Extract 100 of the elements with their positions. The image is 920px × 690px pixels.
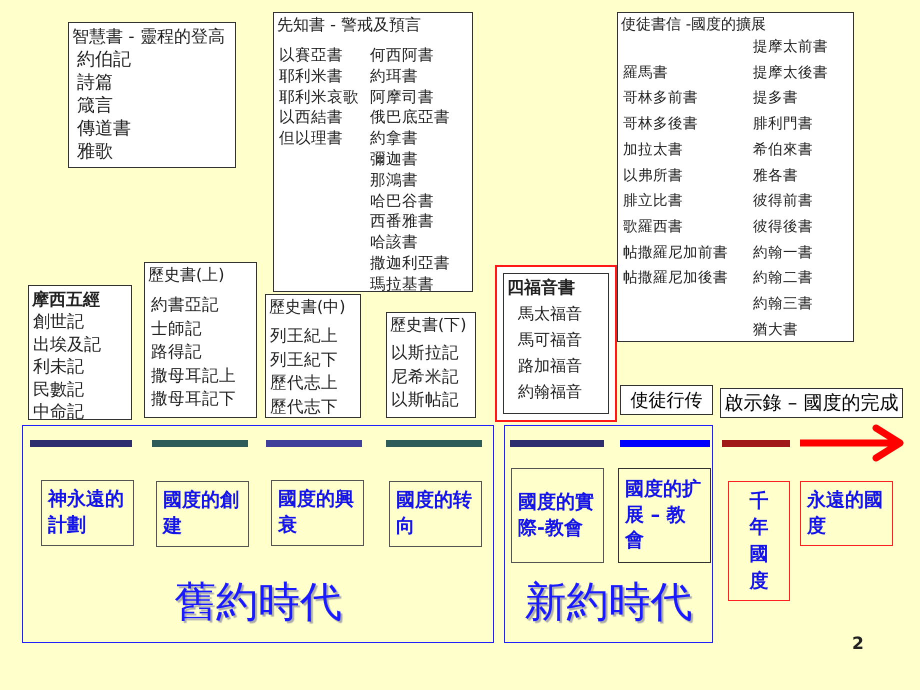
theme-box	[41, 480, 134, 546]
book-name: 提多書	[753, 89, 798, 108]
book-name: 以斯帖記	[391, 389, 459, 411]
book-name: 哥林多後書	[623, 115, 698, 134]
list-heading: 四福音書	[507, 277, 575, 299]
book-name: 西番雅書	[370, 211, 434, 232]
list-heading: 歷史書(中)	[269, 297, 346, 318]
book-name: 創世記	[33, 311, 84, 333]
book-name: 耶利米哀歌	[279, 86, 359, 108]
book-label-box: 使徒行传	[620, 385, 713, 415]
book-name: 約珥書	[370, 66, 418, 87]
book-list-box	[617, 12, 854, 342]
book-name: 歌羅西書	[623, 218, 683, 236]
book-name: 尼希米記	[391, 366, 459, 388]
book-name: 利未記	[33, 356, 84, 378]
book-name: 以賽亞書	[279, 45, 343, 66]
book-name: 提摩太前書	[753, 38, 828, 56]
book-name: 彼得後書	[753, 218, 813, 236]
page-number: 2	[852, 634, 864, 654]
theme-box	[156, 481, 249, 547]
book-label-box: 啟示錄 – 國度的完成	[720, 388, 903, 418]
book-list-box	[273, 12, 473, 292]
era-title: 舊約時代	[173, 576, 343, 628]
book-name: 瑪拉基書	[370, 274, 434, 295]
list-heading: 先知書 - 警戒及預言	[277, 15, 421, 36]
book-name: 哈該書	[370, 232, 418, 254]
theme-text: 國度的興衰	[278, 487, 355, 538]
theme-box	[271, 480, 364, 546]
book-name: 猶大書	[753, 320, 798, 339]
theme-text: 國度的扩展 – 教會	[625, 477, 702, 554]
book-name: 雅各書	[753, 166, 798, 184]
theme-text: 永遠的國度	[807, 488, 884, 538]
book-name: 腓立比書	[623, 192, 683, 210]
book-name: 歷代志上	[270, 372, 338, 394]
book-name: 那鴻書	[370, 170, 418, 191]
book-name: 撒母耳記上	[151, 364, 236, 386]
book-list-box	[144, 262, 257, 418]
book-name: 中命記	[33, 401, 84, 423]
book-name: 約書亞記	[151, 294, 219, 316]
book-name: 士師記	[151, 318, 202, 340]
book-name: 約伯記	[77, 48, 131, 71]
book-name: 撒迦利亞書	[370, 253, 450, 274]
book-name: 路加福音	[518, 356, 582, 377]
book-name: 哥林多前書	[623, 89, 698, 108]
list-heading: 使徒書信 -國度的擴展	[621, 15, 766, 34]
book-name: 彼得前書	[753, 192, 813, 210]
theme-box	[389, 481, 482, 547]
list-heading: 歷史書(上)	[148, 265, 224, 286]
book-name: 列王紀上	[270, 325, 338, 347]
book-name: 哈巴谷書	[370, 190, 434, 212]
book-name: 帖撒羅尼加前書	[623, 244, 728, 262]
theme-text: 神永遠的計劃	[48, 487, 125, 538]
book-name: 約翰三書	[753, 295, 813, 313]
book-name: 雅歌	[77, 140, 113, 163]
theme-box	[800, 481, 893, 546]
book-name: 以弗所書	[623, 166, 683, 184]
theme-text: 國度的創建	[163, 488, 240, 539]
book-name: 馬太福音	[518, 304, 582, 325]
book-name: 彌迦書	[370, 149, 418, 170]
book-name: 約翰二書	[753, 269, 813, 288]
book-name: 以斯拉記	[391, 342, 459, 364]
book-name: 路得記	[151, 341, 202, 363]
book-name: 何西阿書	[370, 45, 434, 66]
theme-box	[511, 468, 604, 563]
book-name: 羅馬書	[623, 64, 668, 82]
book-list-box	[386, 312, 476, 418]
theme-text: 國度的转向	[396, 488, 473, 539]
book-name: 帖撒羅尼加後書	[623, 269, 728, 288]
book-name: 馬可福音	[518, 330, 582, 351]
book-name: 箴言	[77, 94, 113, 117]
book-name: 約翰一書	[753, 244, 813, 262]
highlight-frame	[495, 265, 617, 422]
book-name: 傳道書	[77, 117, 131, 140]
book-name: 俄巴底亞書	[370, 107, 450, 128]
book-name: 列王紀下	[270, 348, 338, 370]
theme-box	[728, 481, 790, 601]
book-list-box	[68, 22, 236, 168]
list-heading: 摩西五經	[32, 289, 100, 311]
book-name: 阿摩司書	[370, 86, 434, 108]
era-title: 新約時代	[524, 576, 694, 628]
book-name: 腓利門書	[753, 115, 813, 134]
theme-box	[618, 468, 711, 563]
book-name: 耶利米書	[279, 66, 343, 87]
book-name: 出埃及記	[33, 334, 101, 356]
book-name: 詩篇	[77, 71, 113, 94]
book-name: 撒母耳記下	[151, 388, 236, 410]
book-name: 提摩太後書	[753, 64, 828, 82]
list-heading: 歷史書(下)	[390, 315, 466, 336]
book-name: 民數記	[33, 378, 84, 400]
theme-text: 國度的實際-教會	[518, 490, 595, 540]
era-panel	[22, 425, 494, 643]
book-name: 加拉太書	[623, 140, 683, 159]
era-panel	[504, 425, 713, 643]
book-name: 約翰福音	[518, 382, 582, 403]
book-list-box	[265, 294, 361, 418]
book-name: 歷代志下	[270, 396, 338, 418]
book-name: 希伯來書	[753, 140, 813, 159]
book-list-box	[28, 285, 132, 420]
book-name: 但以理書	[279, 128, 343, 150]
theme-text: 千年國度	[750, 488, 768, 594]
